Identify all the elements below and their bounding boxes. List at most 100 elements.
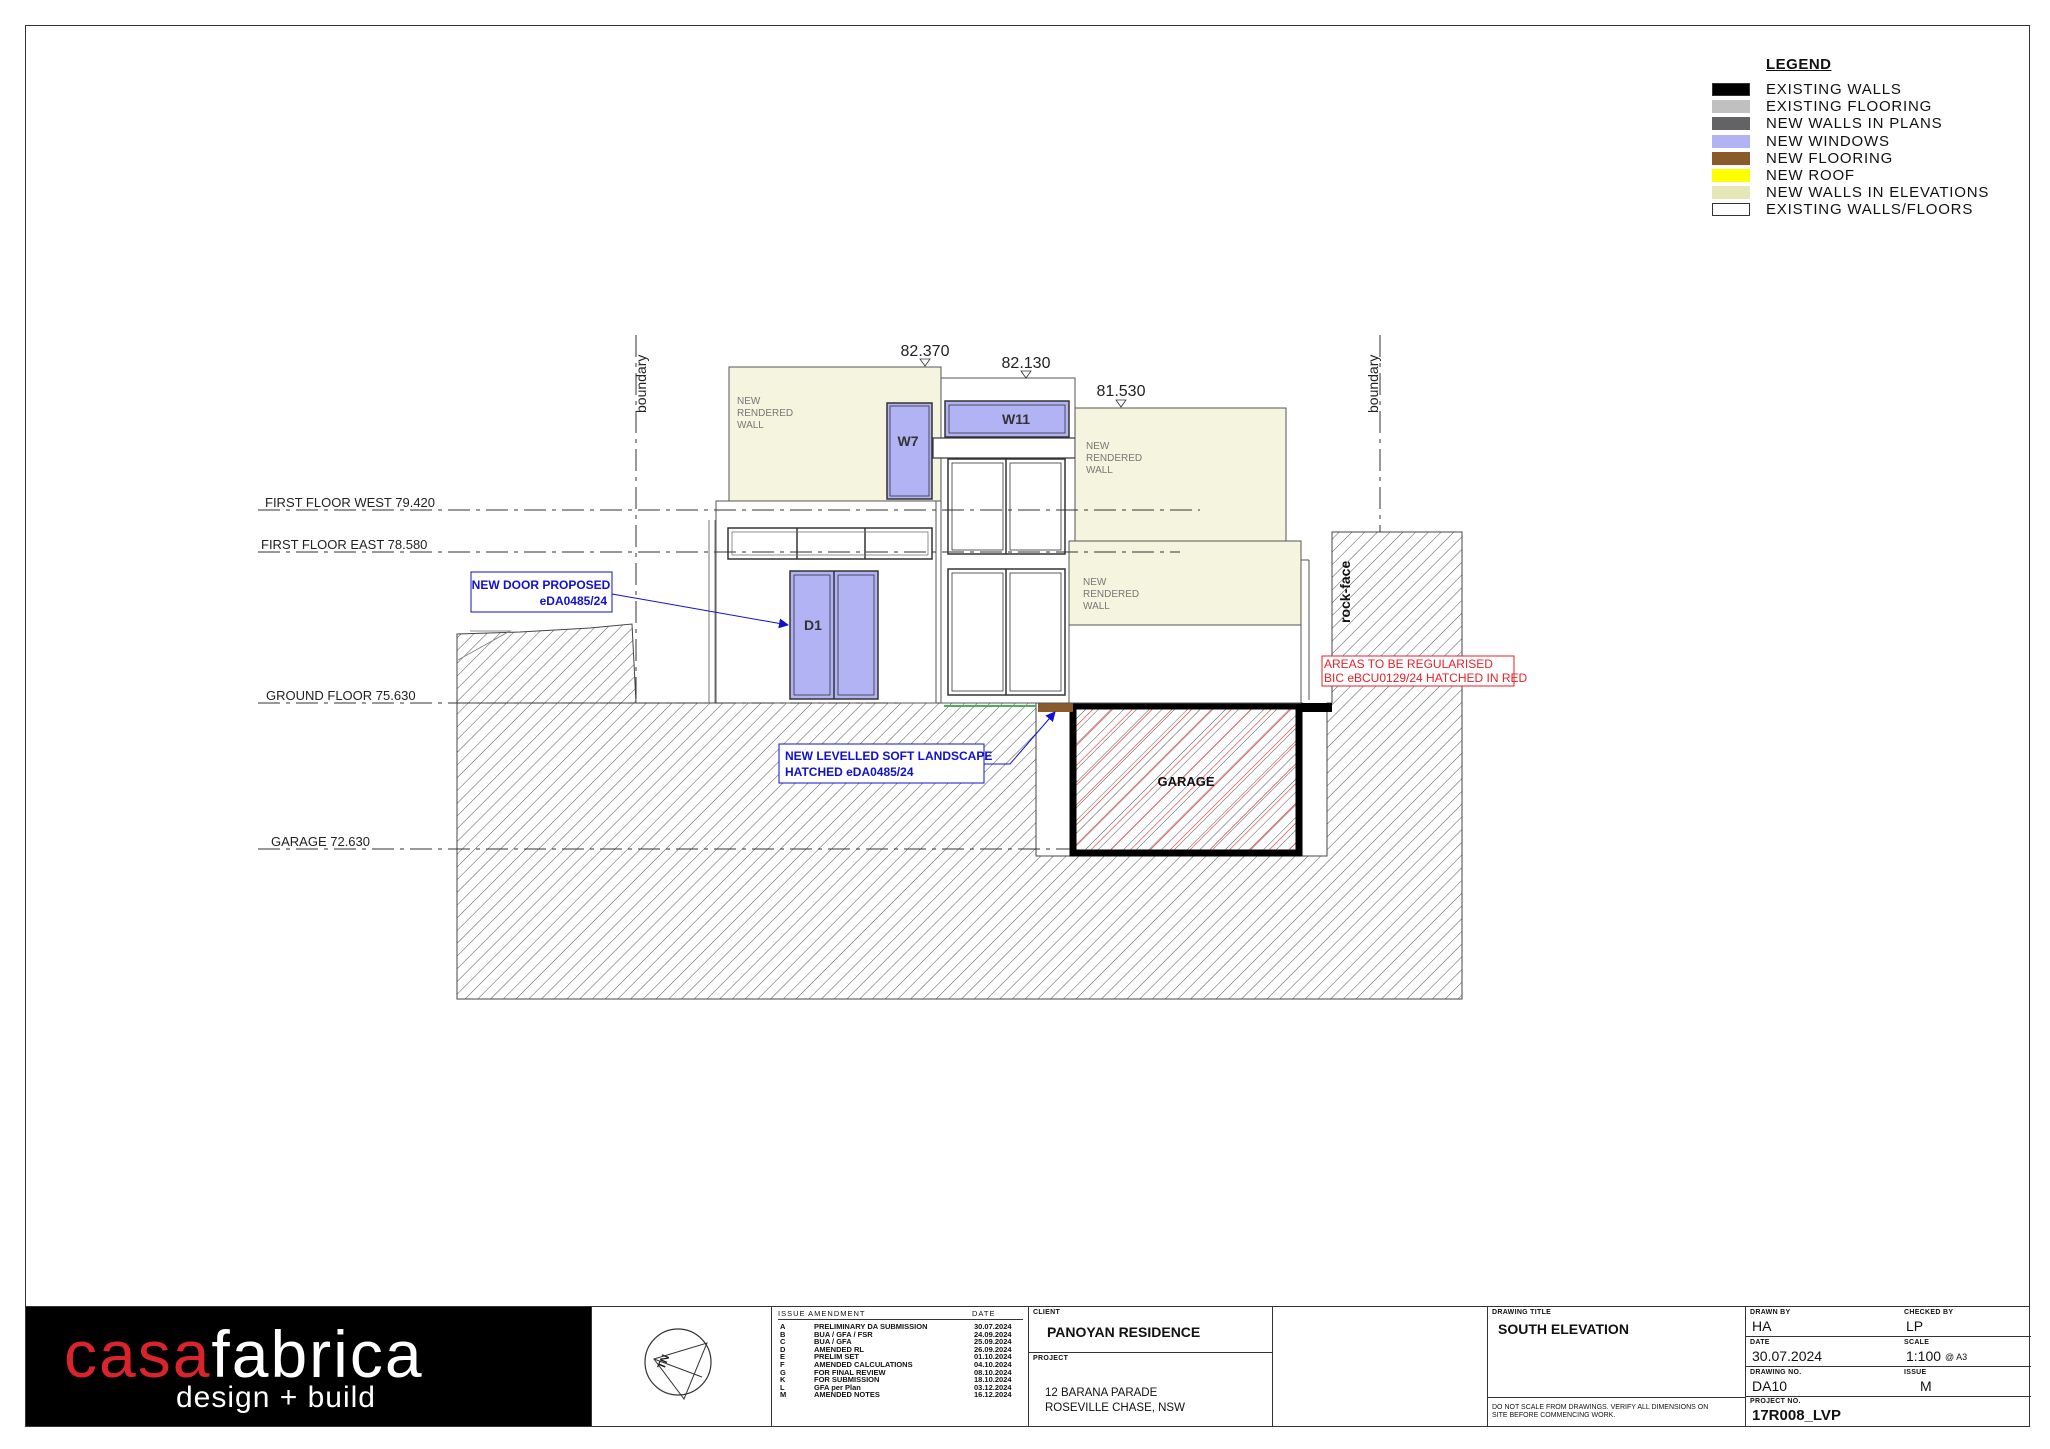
legend-item: NEW FLOORING <box>1712 150 2032 167</box>
logo-wordmark: casafabrica <box>64 1317 424 1391</box>
legend-swatch <box>1712 203 1750 217</box>
legend-item: EXISTING WALLS <box>1712 81 2032 98</box>
legend-swatch <box>1712 134 1750 148</box>
svg-text:RENDERED: RENDERED <box>1083 589 1139 600</box>
drawing-title: SOUTH ELEVATION <box>1498 1321 1629 1337</box>
height-marker-3: 81.530 <box>1097 383 1146 408</box>
level-line-first-floor-east: FIRST FLOOR EAST 78.580 <box>258 537 1180 553</box>
legend-swatch <box>1712 186 1750 200</box>
legend-swatch <box>1712 117 1750 131</box>
disclaimer-line1: DO NOT SCALE FROM DRAWINGS. VERIFY ALL D… <box>1492 1404 1709 1411</box>
project-no: 17R008_LVP <box>1752 1407 1841 1424</box>
callout-soft-landscape: NEW LEVELLED SOFT LANDSCAPE HATCHED eDA0… <box>778 711 1056 784</box>
legend-label: EXISTING WALLS/FLOORS <box>1766 201 1974 219</box>
drawing-meta-cell: DRAWN BY HA CHECKED BY LP DATE 30.07.202… <box>1745 1307 2031 1426</box>
callout-regularised: AREAS TO BE REGULARISED BIC eBCU0129/24 … <box>1321 655 1528 687</box>
legend-swatch <box>1712 169 1750 183</box>
legend-swatch <box>1712 100 1750 114</box>
drawn-by: HA <box>1752 1318 1772 1334</box>
svg-text:GROUND FLOOR 75.630: GROUND FLOOR 75.630 <box>266 688 416 703</box>
date-label: DATE <box>1750 1339 1770 1346</box>
level-line-ground-floor: GROUND FLOOR 75.630 <box>258 688 900 704</box>
blank-cell <box>1272 1307 1487 1426</box>
boundary-line-east: boundary <box>1365 335 1381 532</box>
height-marker-1: 82.370 <box>901 343 950 367</box>
legend-item: NEW WALLS IN ELEVATIONS <box>1712 184 2032 201</box>
legend-swatch <box>1712 151 1750 165</box>
rendered-wall-label-3: NEW RENDERED WALL <box>1083 577 1139 612</box>
date-value: 30.07.2024 <box>1752 1348 1823 1364</box>
svg-text:boundary: boundary <box>633 355 649 413</box>
svg-text:AREAS TO BE REGULARISED: AREAS TO BE REGULARISED <box>1324 657 1493 671</box>
legend: LEGEND EXISTING WALLS EXISTING FLOORING … <box>1712 56 2032 219</box>
building-middle <box>932 377 1076 704</box>
drawing-title-label: DRAWING TITLE <box>1492 1309 1552 1316</box>
legend-label: NEW WALLS IN PLANS <box>1766 115 1943 133</box>
legend-swatch <box>1712 83 1750 97</box>
legend-label: NEW ROOF <box>1766 167 1855 185</box>
drawn-by-label: DRAWN BY <box>1750 1309 1791 1316</box>
svg-text:NEW: NEW <box>737 396 761 407</box>
svg-text:82.130: 82.130 <box>1002 355 1051 372</box>
svg-text:NEW: NEW <box>1086 441 1110 452</box>
legend-label: NEW FLOORING <box>1766 149 1894 167</box>
svg-text:WALL: WALL <box>1083 601 1110 612</box>
north-arrow-icon: TN <box>644 1328 712 1401</box>
svg-text:TN: TN <box>656 1353 673 1371</box>
rendered-wall-label-1: NEW RENDERED WALL <box>737 396 793 431</box>
svg-text:WALL: WALL <box>737 420 764 431</box>
height-marker-2: 82.130 <box>1002 355 1051 379</box>
issue-value: M <box>1920 1378 1932 1394</box>
garage-label: GARAGE <box>1157 774 1214 789</box>
checked-by-label: CHECKED BY <box>1904 1309 1954 1316</box>
legend-item: NEW ROOF <box>1712 167 2032 184</box>
level-line-first-floor-west: FIRST FLOOR WEST 79.420 <box>258 495 1200 511</box>
client-name: PANOYAN RESIDENCE <box>1047 1324 1201 1340</box>
svg-text:FIRST FLOOR WEST 79.420: FIRST FLOOR WEST 79.420 <box>265 495 435 510</box>
svg-text:NEW LEVELLED SOFT LANDSCAPE: NEW LEVELLED SOFT LANDSCAPE <box>785 749 992 763</box>
project-address-line2: ROSEVILLE CHASE, NSW <box>1045 1402 1185 1414</box>
callout-new-door: NEW DOOR PROPOSED eDA0485/24 <box>470 571 789 629</box>
svg-text:GARAGE 72.630: GARAGE 72.630 <box>271 834 370 849</box>
rendered-wall-label-2: NEW RENDERED WALL <box>1086 441 1142 476</box>
disclaimer-line2: SITE BEFORE COMMENCING WORK. <box>1492 1412 1616 1419</box>
legend-label: EXISTING WALLS <box>1766 81 1902 99</box>
svg-text:NEW: NEW <box>1083 577 1107 588</box>
garage-section: GARAGE <box>1038 702 1332 857</box>
legend-label: EXISTING FLOORING <box>1766 98 1933 116</box>
company-logo: casafabrica design + build <box>26 1307 591 1426</box>
project-address-line1: 12 BARANA PARADE <box>1045 1387 1158 1399</box>
client-project-cell: CLIENT PANOYAN RESIDENCE PROJECT 12 BARA… <box>1028 1307 1272 1426</box>
svg-text:RENDERED: RENDERED <box>1086 453 1142 464</box>
logo-tagline: design + build <box>176 1381 376 1414</box>
svg-text:HATCHED eDA0485/24: HATCHED eDA0485/24 <box>785 765 914 779</box>
window-w7-tag: W7 <box>898 433 919 449</box>
project-no-label: PROJECT NO. <box>1750 1398 1801 1405</box>
drawing-no: DA10 <box>1752 1378 1788 1394</box>
elevation-drawing: GARAGE <box>258 335 1528 1000</box>
drawing-no-label: DRAWING NO. <box>1750 1369 1802 1376</box>
amend-header-date: DATE <box>972 1309 996 1318</box>
project-label: PROJECT <box>1033 1355 1069 1362</box>
door-d1-tag: D1 <box>804 617 822 633</box>
legend-item: NEW WALLS IN PLANS <box>1712 115 2032 132</box>
svg-text:81.530: 81.530 <box>1097 383 1146 400</box>
issue-label: ISSUE <box>1904 1369 1927 1376</box>
amend-header-issue: ISSUE AMENDMENT <box>778 1309 866 1318</box>
rock-face-label: rock-face <box>1337 561 1353 623</box>
checked-by: LP <box>1906 1318 1924 1334</box>
svg-text:NEW DOOR PROPOSED: NEW DOOR PROPOSED <box>472 578 611 592</box>
legend-label: NEW WINDOWS <box>1766 132 1890 150</box>
scale-value: 1:100 <box>1906 1348 1942 1364</box>
north-point-cell: TN <box>591 1307 771 1426</box>
svg-text:WALL: WALL <box>1086 465 1113 476</box>
window-w11-tag: W11 <box>1002 411 1030 427</box>
